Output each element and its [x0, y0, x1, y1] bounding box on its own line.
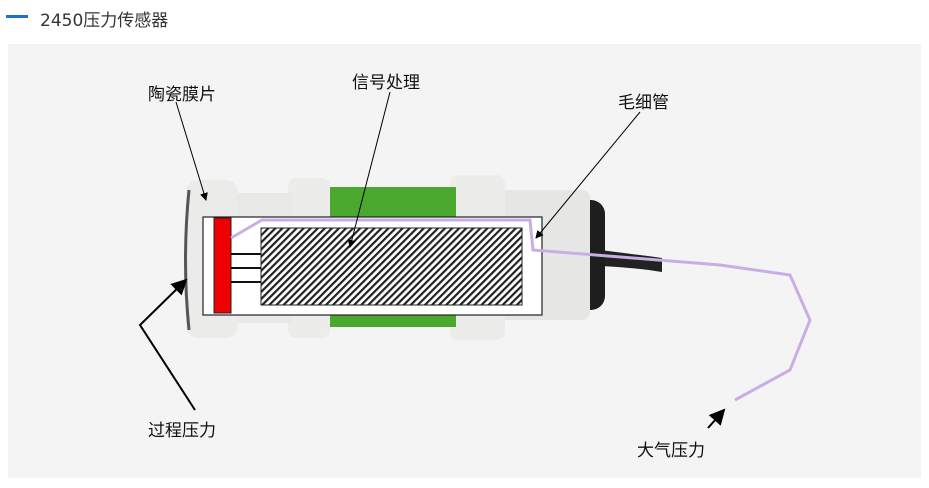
label-capillary: 毛细管: [618, 93, 669, 113]
capillary-tube: [230, 218, 812, 402]
ceramic-diaphragm: [213, 217, 232, 314]
label-atmospheric-pressure: 大气压力: [637, 441, 705, 461]
header-accent-bar: [6, 15, 28, 18]
atmos-arrow: [707, 408, 726, 429]
page-title: 2450压力传感器: [40, 11, 169, 31]
label-signal-processing: 信号处理: [352, 73, 420, 93]
capillary-arrow: [535, 111, 641, 239]
signal-wires: [231, 253, 261, 283]
label-ceramic-diaphragm: 陶瓷膜片: [148, 85, 216, 105]
label-process-pressure: 过程压力: [148, 421, 216, 441]
signal-processing-block: [260, 227, 523, 306]
process-arrow: [138, 278, 196, 411]
ceramic-arrow: [175, 101, 208, 201]
signal-arrow: [347, 91, 391, 248]
